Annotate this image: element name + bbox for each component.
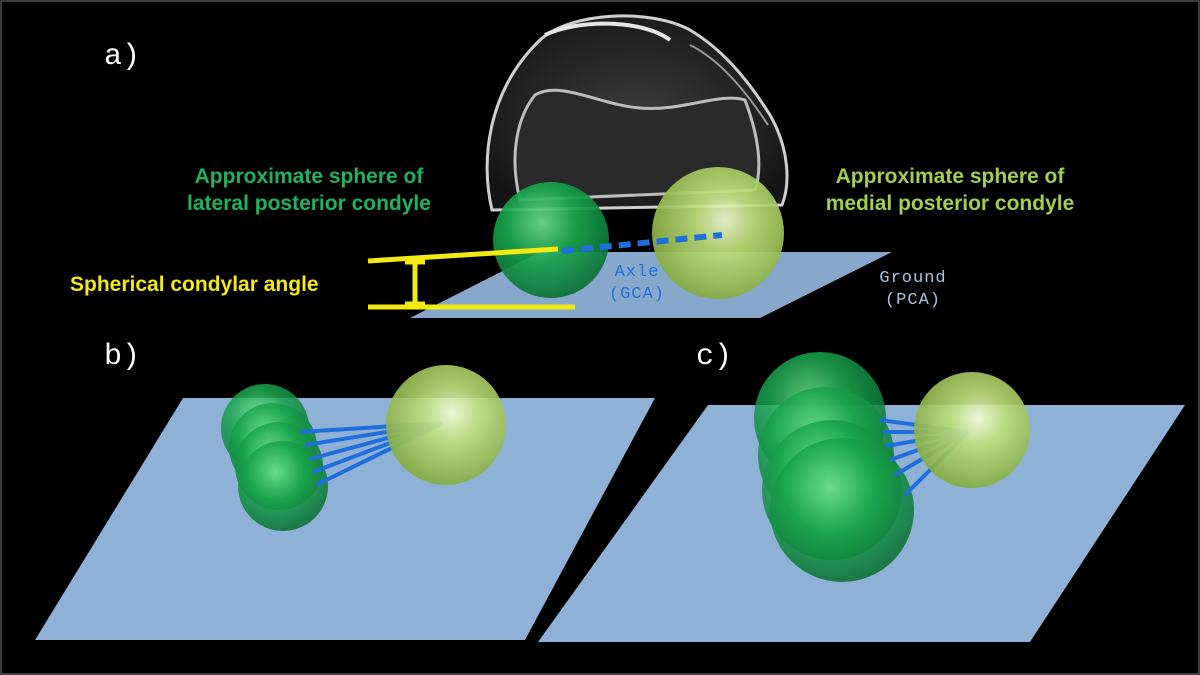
angle-label: Spherical condylar angle — [70, 273, 319, 296]
lateral-spheres-b — [221, 384, 328, 531]
lateral-sphere-a — [493, 182, 609, 298]
angle-indicator — [367, 246, 575, 310]
ground-label-line1: Ground — [879, 269, 947, 288]
ground-label-line2: (PCA) — [884, 291, 941, 310]
medial-caption-line1: Approximate sphere of — [835, 165, 1065, 188]
medial-sphere-caption: Approximate sphere of medial posterior c… — [800, 163, 1100, 217]
axle-label: Axle (GCA) — [602, 262, 672, 306]
ground-plane-b — [35, 398, 655, 640]
lateral-caption-line2: lateral posterior condyle — [187, 192, 431, 215]
medial-sphere-b — [386, 365, 506, 485]
lateral-spheres-c — [754, 352, 914, 582]
lateral-sphere-caption: Approximate sphere of lateral posterior … — [164, 163, 454, 217]
ground-label: Ground (PCA) — [868, 268, 958, 312]
lateral-caption-line1: Approximate sphere of — [194, 165, 424, 188]
panel-label-b: b) — [104, 340, 141, 374]
panel-label-c: c) — [696, 340, 733, 374]
medial-sphere-c — [914, 372, 1030, 488]
axle-label-line1: Axle — [614, 263, 660, 282]
axle-line — [561, 232, 723, 254]
panel-label-a: a) — [104, 40, 141, 74]
medial-caption-line2: medial posterior condyle — [825, 192, 1075, 215]
axle-label-line2: (GCA) — [608, 285, 665, 304]
